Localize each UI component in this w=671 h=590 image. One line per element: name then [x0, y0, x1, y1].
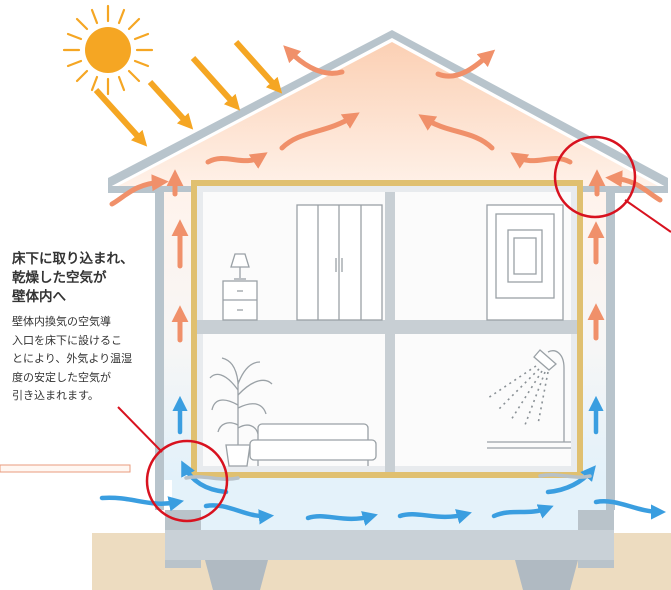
cool-air-arrow: [491, 504, 554, 519]
annotation-heading-line: 乾燥した空気が: [12, 270, 107, 286]
highlight-rings: [145, 135, 637, 523]
warm-air-arrow: [109, 174, 169, 207]
annotation-text: 床下に取り込まれ、 乾燥した空気が 壁体内へ 壁体内換気の空気導 入口を床下に設…: [12, 250, 162, 406]
warm-air-arrow: [605, 170, 663, 203]
warm-air-arrow: [510, 152, 573, 169]
cool-air-arrow: [203, 503, 275, 525]
cool-air-arrow: [99, 495, 185, 512]
sunlight-arrow: [93, 87, 148, 147]
cool-air-arrow: [397, 509, 472, 524]
annotation-body: 壁体内換気の空気導 入口を床下に設けるこ とにより、外気より温湿 度の安定した空…: [12, 313, 162, 406]
annotation-body-line: とにより、外気より温湿: [12, 352, 133, 365]
warm-air-arrow: [283, 45, 345, 76]
warm-air-arrow: [205, 152, 268, 169]
annotation-heading: 床下に取り込まれ、 乾燥した空気が 壁体内へ: [12, 250, 162, 307]
warm-air-arrow: [279, 112, 360, 151]
sunlight-arrow: [190, 55, 241, 111]
annotation-body-line: 壁体内換気の空気導: [12, 315, 111, 328]
cool-air-arrow: [545, 465, 596, 495]
cool-air-arrow: [305, 511, 378, 526]
annotation-body-line: 引き込まれます。: [12, 389, 99, 402]
sunlight-arrow: [233, 40, 283, 94]
nightstand-icon: [222, 280, 258, 321]
sunlight-arrow: [147, 79, 194, 130]
annotation-heading-line: 壁体内へ: [12, 289, 66, 305]
cool-air-arrow: [181, 460, 229, 495]
warm-air-flows: [109, 45, 663, 343]
sunlight-arrows: [93, 40, 283, 147]
highlight-ring-outlet: [553, 135, 637, 219]
warm-air-arrow: [435, 49, 496, 79]
underfloor-air: [172, 478, 606, 533]
annotation-heading-line: 床下に取り込まれ、: [12, 251, 134, 267]
wardrobe-icon: [296, 204, 383, 321]
cool-air-flows: [99, 395, 667, 526]
annotation-body-line: 入口を床下に設けるこ: [12, 333, 122, 347]
sun-icon: [62, 4, 154, 96]
foundation: [165, 510, 614, 590]
plant-icon: [209, 357, 273, 467]
air-inlet-wisps: [184, 473, 592, 481]
cool-air-arrow: [593, 499, 667, 520]
lamp-icon: [230, 253, 250, 280]
sofa-icon: [249, 423, 377, 466]
note-bar: [0, 464, 131, 473]
leader-lines: [117, 199, 671, 453]
annotation-body-line: 度の安定した空気が: [12, 370, 111, 384]
shower-icon: [487, 349, 571, 449]
picture-icon: [486, 204, 564, 321]
warm-air-arrow: [418, 114, 495, 151]
highlight-ring-inlet: [145, 439, 229, 523]
roof: [108, 30, 668, 193]
